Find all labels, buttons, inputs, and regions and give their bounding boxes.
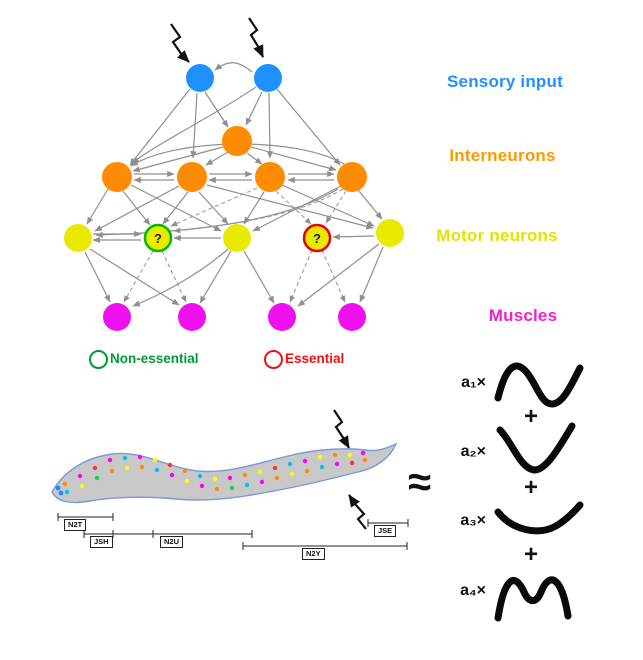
dashed-connection-arrows — [123, 187, 347, 303]
plus-sign-1: + — [524, 403, 539, 430]
coefficient-a4: a₄× — [460, 582, 486, 599]
muscle-mode-wave-4 — [494, 576, 572, 622]
layer-label-muscles: Muscles — [488, 306, 558, 325]
coefficient-a2: a₂× — [460, 443, 486, 460]
layer-label-sensory: Sensory input — [447, 72, 563, 91]
sensory-neuron-2 — [254, 64, 282, 92]
region-label-n2t: N2T — [64, 519, 87, 531]
legend-essential-label: Essential — [285, 351, 345, 366]
worm-illustration — [51, 442, 409, 550]
plus-sign-3: + — [524, 541, 539, 568]
region-label-n2u: N2U — [160, 536, 184, 548]
network-nodes: ? ? — [64, 64, 404, 331]
worm-body — [51, 442, 398, 504]
approx-symbol: ≈ — [408, 458, 432, 505]
interneuron-4 — [255, 162, 285, 192]
lightning-bolt-icon — [248, 17, 265, 58]
motor-neuron-1 — [64, 224, 92, 252]
muscle-3 — [268, 303, 296, 331]
essential-circle-icon — [264, 350, 283, 369]
sensory-neuron-1 — [186, 64, 214, 92]
lightning-bolt-icon — [348, 494, 367, 530]
motor-neuron-3 — [376, 219, 404, 247]
lightning-bolt-icon — [333, 409, 350, 449]
muscle-2 — [178, 303, 206, 331]
region-label-n2y: N2Y — [302, 548, 325, 560]
interneuron-3 — [177, 162, 207, 192]
lightning-bolt-icon — [170, 23, 190, 63]
muscle-mode-waves — [494, 362, 584, 622]
muscle-4 — [338, 303, 366, 331]
muscle-1 — [103, 303, 131, 331]
region-label-jse: JSE — [374, 525, 397, 537]
legend-non-essential-label: Non-essential — [110, 351, 199, 366]
layer-label-motor-neurons: Motor neurons — [436, 226, 558, 245]
motor-neuron-2 — [223, 224, 251, 252]
coefficient-a3: a₃× — [460, 512, 486, 529]
motor-neuron-nonessential — [143, 223, 173, 253]
muscle-mode-wave-1 — [494, 362, 584, 408]
worm-neuron-dots — [55, 450, 368, 496]
region-brackets — [57, 513, 409, 550]
muscle-mode-wave-3 — [494, 501, 584, 535]
question-mark-essential: ? — [313, 231, 321, 246]
layer-label-interneurons: Interneurons — [449, 146, 556, 165]
motor-neuron-essential — [302, 223, 332, 253]
stimulus-lightning-icons — [170, 17, 367, 530]
muscle-mode-wave-2 — [496, 422, 576, 474]
question-mark-nonessential: ? — [154, 231, 162, 246]
plus-sign-2: + — [524, 474, 539, 501]
non-essential-circle-icon — [89, 350, 108, 369]
interneuron-5 — [337, 162, 367, 192]
region-label-jsh: JSH — [90, 536, 113, 548]
interneuron-1 — [222, 126, 252, 156]
coefficient-a1: a₁× — [461, 374, 486, 391]
interneuron-2 — [102, 162, 132, 192]
